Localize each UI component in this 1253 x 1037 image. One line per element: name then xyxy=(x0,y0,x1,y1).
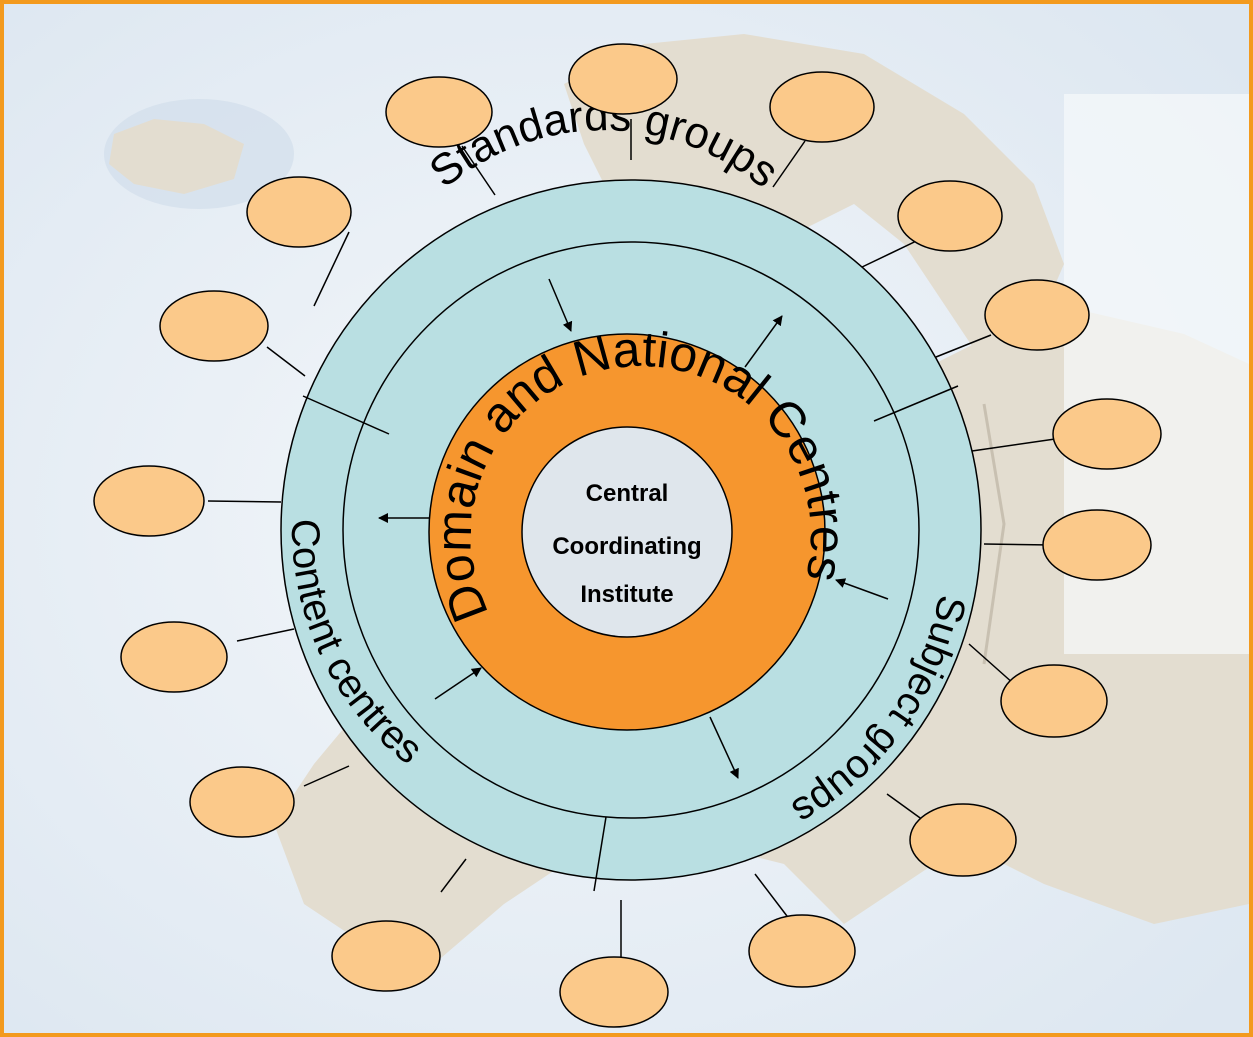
arrow-standards-in xyxy=(548,278,573,332)
middle-ring xyxy=(428,333,826,731)
satellite-node xyxy=(246,176,352,248)
network-diagram: Standards groups Subject groups Content … xyxy=(4,4,1249,1033)
arrow-content-in xyxy=(434,667,482,700)
satellite-node xyxy=(1052,398,1162,470)
iceland-landmass xyxy=(109,119,244,194)
satellite-node xyxy=(909,803,1017,877)
satellite-node xyxy=(568,43,678,115)
satellite-node xyxy=(93,465,205,537)
satellite-node xyxy=(159,290,269,362)
center-line-1: Central xyxy=(586,480,669,507)
center-line-2: Coordinating xyxy=(552,533,701,560)
satellite-node xyxy=(897,180,1003,252)
satellite-node xyxy=(984,279,1090,351)
satellite-node xyxy=(1000,664,1108,738)
connector-lines xyxy=(207,119,1063,959)
arrow-standards-out xyxy=(744,315,783,368)
flow-arrows xyxy=(378,278,889,779)
satellite-nodes xyxy=(93,43,1162,1028)
satellite-node xyxy=(331,920,441,992)
satellite-node xyxy=(769,71,875,143)
satellite-node xyxy=(559,956,669,1028)
satellite-node xyxy=(748,914,856,988)
center-line-3: Institute xyxy=(580,581,673,608)
arrow-subject-out xyxy=(709,716,739,779)
center-label: Central Coordinating Institute xyxy=(552,480,701,608)
satellite-node xyxy=(1042,509,1152,581)
satellite-node xyxy=(385,76,493,148)
satellite-node xyxy=(189,766,295,838)
arrow-subject-in xyxy=(835,578,889,600)
satellite-node xyxy=(120,621,228,693)
